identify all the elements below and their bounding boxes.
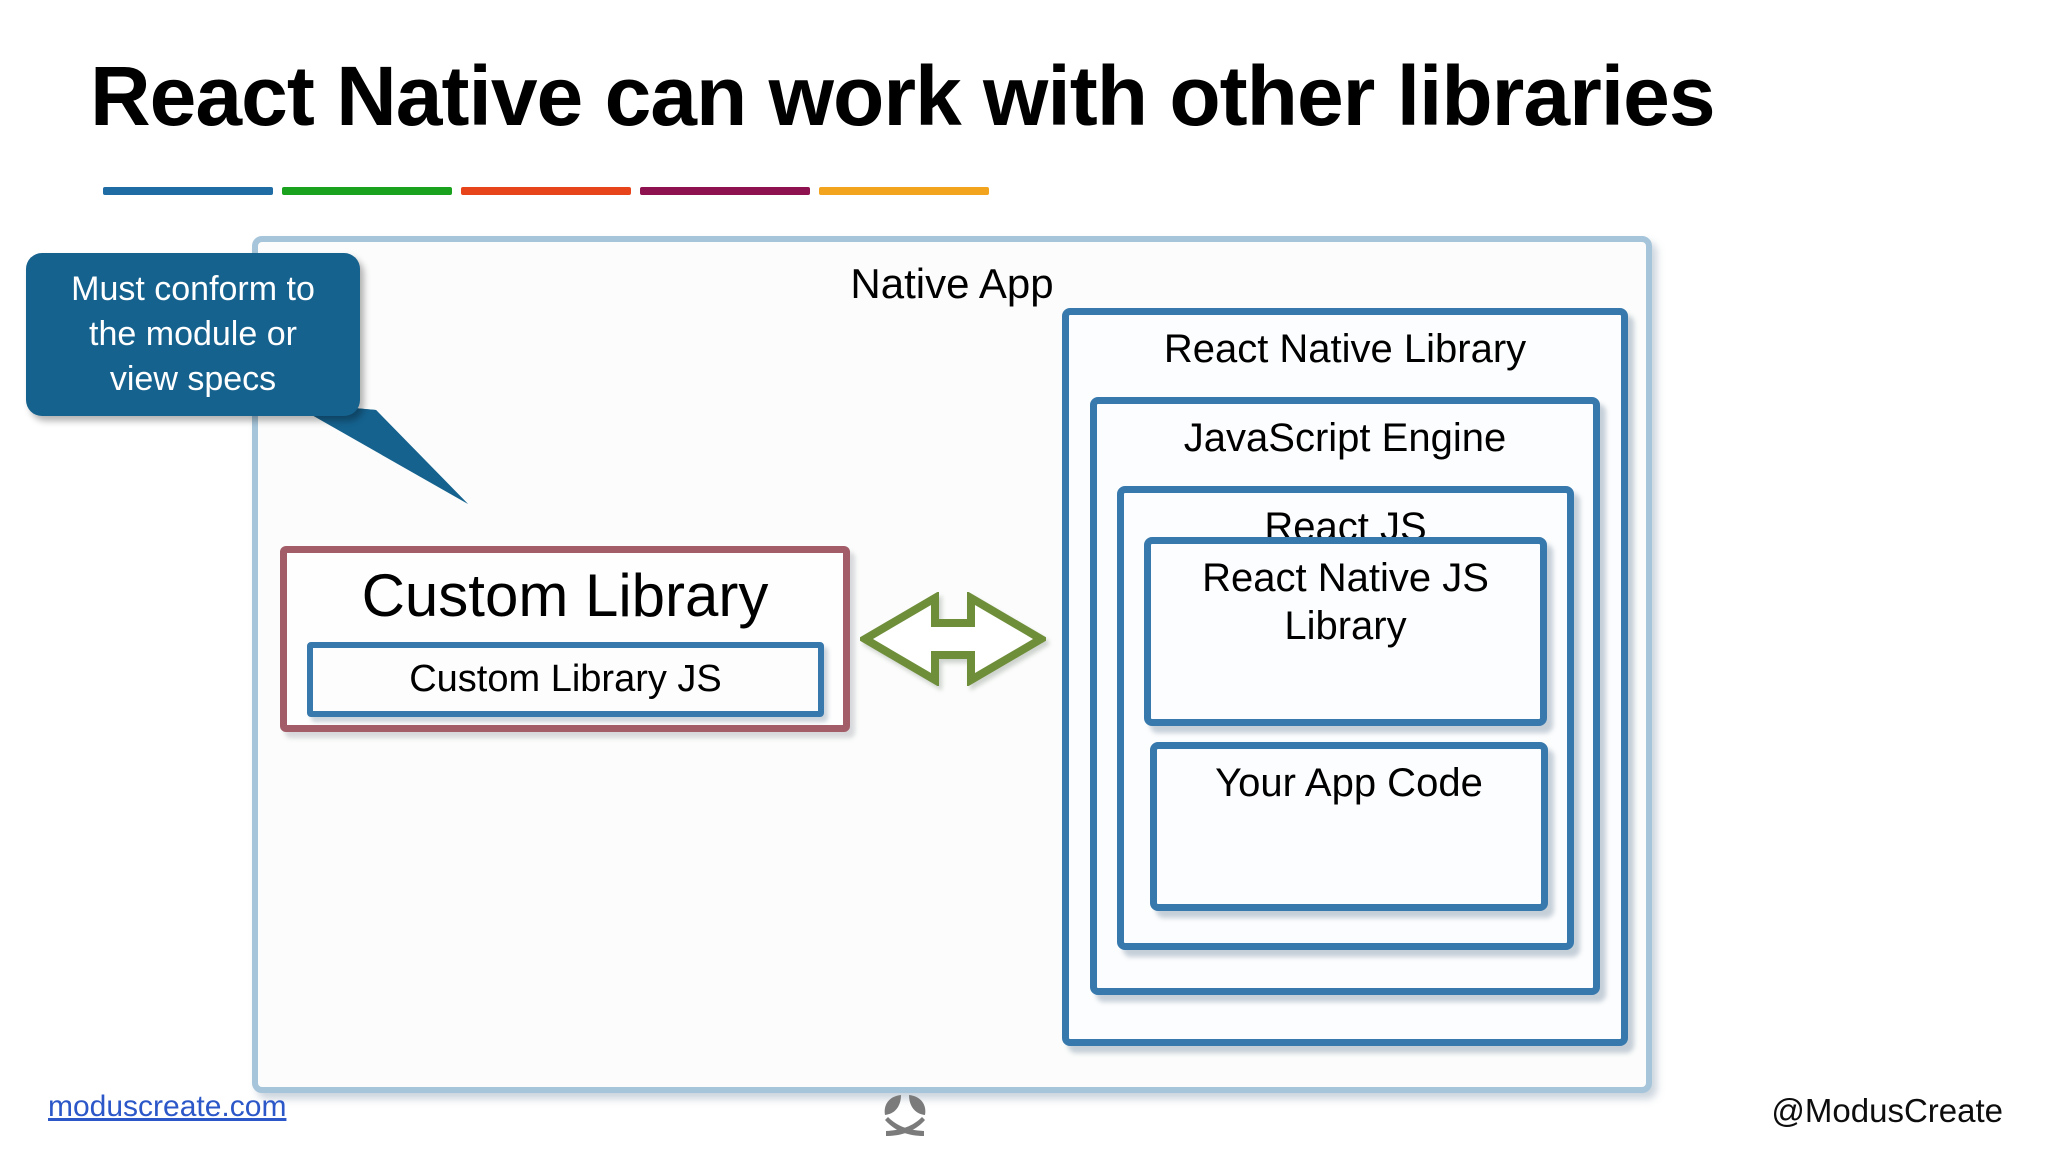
react-js-box: React JS React Native JS Library Your Ap… (1117, 486, 1574, 950)
moduscreate-link[interactable]: moduscreate.com (48, 1090, 287, 1123)
twitter-handle: @ModusCreate (1771, 1092, 2003, 1129)
custom-library-box: Custom Library Custom Library JS (280, 546, 850, 732)
native-app-box: Native App React Native Library JavaScri… (252, 236, 1652, 1093)
react-native-library-label: React Native Library (1163, 327, 1527, 371)
underline-segment-4 (640, 187, 810, 195)
javascript-engine-label: JavaScript Engine (1183, 416, 1507, 460)
callout-line-1: Must conform to (71, 270, 315, 308)
react-native-library-box: React Native Library JavaScript Engine R… (1062, 308, 1628, 1046)
custom-library-js-label: Custom Library JS (409, 658, 722, 700)
callout-line-2: the module or (89, 315, 297, 353)
callout-note: Must conform to the module or view specs (26, 253, 360, 416)
callout-line-3: view specs (109, 360, 277, 398)
bidirectional-arrow-icon (857, 591, 1049, 691)
modus-create-leaf-logo-icon (884, 1095, 926, 1136)
title-underline (103, 187, 1003, 195)
react-native-js-library-box: React Native JS Library (1144, 537, 1547, 726)
underline-segment-5 (819, 187, 989, 195)
underline-segment-3 (461, 187, 631, 195)
slide-title: React Native can work with other librari… (90, 49, 1716, 143)
native-app-label: Native App (850, 260, 1054, 307)
javascript-engine-box: JavaScript Engine React JS React Native … (1090, 397, 1600, 995)
your-app-code-label: Your App Code (1215, 761, 1483, 805)
your-app-code-box: Your App Code (1150, 742, 1548, 911)
custom-library-js-box: Custom Library JS (307, 642, 824, 717)
underline-segment-2 (282, 187, 452, 195)
callout-tail (310, 404, 468, 504)
custom-library-label: Custom Library (361, 562, 769, 629)
underline-segment-1 (103, 187, 273, 195)
react-native-js-library-label: React Native JS Library (1202, 556, 1489, 648)
